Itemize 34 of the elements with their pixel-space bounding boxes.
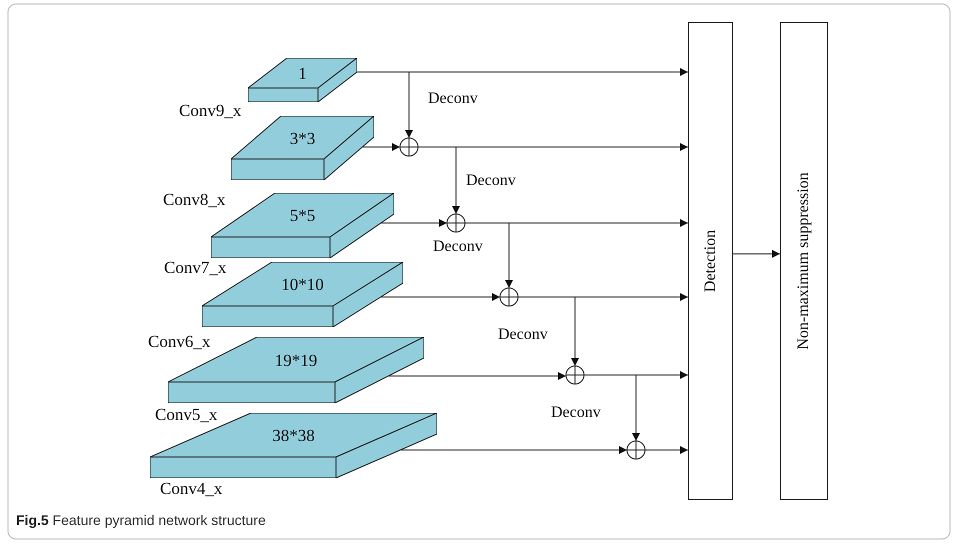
process-box [688,22,733,500]
arrow [518,296,579,366]
box-label: Non-maximum suppression [795,172,813,350]
arrow [362,143,400,151]
arrow [584,374,640,442]
arrow [380,293,500,301]
sum-symbol [565,365,585,385]
arrow [418,146,460,214]
sum-symbol [499,287,519,307]
feature-size-label: 38*38 [272,426,315,446]
sum-symbol [399,137,419,157]
layer-name-label: Conv7_x [164,258,226,278]
arrow [644,446,688,454]
feature-size-label: 10*10 [281,275,324,295]
layer-name-label: Conv6_x [148,332,210,352]
layer-name-label: Conv4_x [160,479,222,499]
sum-symbol [626,440,646,460]
feature-size-label: 3*3 [290,128,316,148]
layer-name-label: Conv5_x [155,405,218,425]
feature-size-label: 5*5 [290,206,316,226]
arrow [356,72,413,138]
arrow [732,250,780,258]
arrow [400,446,628,454]
arrow [380,219,448,227]
box-label: Detection [702,230,720,292]
layer-name-label: Conv9_x [179,101,242,121]
feature-size-label: 19*19 [274,350,318,370]
sum-symbol [446,213,466,233]
process-box [780,22,828,500]
figure-caption: Fig.5 Feature pyramid network structure [16,512,266,528]
layer-name-label: Conv8_x [163,190,226,210]
arrow [388,372,566,380]
feature-size-label: 1 [298,64,307,84]
arrow [464,222,513,288]
